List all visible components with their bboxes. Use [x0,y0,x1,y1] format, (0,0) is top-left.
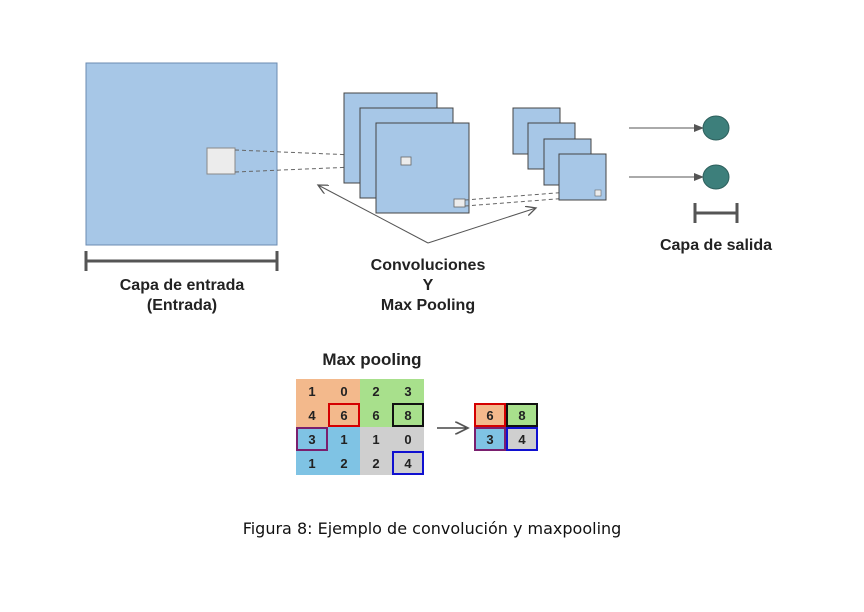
maxpool-input-cell: 0 [392,427,424,451]
input-label-line1: Capa de entrada [119,277,245,294]
conv-label-line2: Y [422,277,434,294]
input-bracket [84,251,279,271]
input-layer [85,62,278,246]
maxpool-input-cell: 8 [392,403,424,427]
input-label-line2: (Entrada) [146,297,218,314]
maxpool-output-cell: 4 [506,427,538,451]
conv-pool-window [453,198,466,208]
maxpool-input-cell: 3 [392,379,424,403]
maxpool-input-cell: 1 [296,379,328,403]
conv-pointer-arrow-left [318,185,429,244]
maxpool-input-cell: 2 [360,451,392,475]
maxpool-input-cell: 3 [296,427,328,451]
input-receptive-field [206,147,236,175]
conv-map-3 [375,122,470,214]
conv-pointer-arrow-right [427,208,536,244]
maxpool-input-cell: 2 [328,451,360,475]
conv-label-line1: Convoluciones [370,257,486,274]
conv-label-line3: Max Pooling [380,297,476,314]
figure-caption: Figura 8: Ejemplo de convolución y maxpo… [242,519,622,538]
output-node-2 [702,164,730,190]
maxpool-input-cell: 1 [296,451,328,475]
maxpool-input-cell: 4 [392,451,424,475]
maxpool-input-cell: 2 [360,379,392,403]
maxpool-input-cell: 6 [328,403,360,427]
maxpool-input-cell: 4 [296,403,328,427]
maxpool-input-cell: 0 [328,379,360,403]
output-node-1 [702,115,730,141]
pool-cell [594,189,602,197]
maxpool-input-cell: 6 [360,403,392,427]
conv-receptive-field [400,156,412,166]
maxpool-output-cell: 8 [506,403,538,427]
maxpool-title: Max pooling [322,350,422,369]
conv-label: Convoluciones Y Max Pooling [328,256,528,316]
maxpool-input-cell: 1 [328,427,360,451]
maxpool-output-cell: 3 [474,427,506,451]
maxpool-output-cell: 6 [474,403,506,427]
output-bracket [693,203,739,223]
output-layer-label: Capa de salida [659,237,773,254]
maxpool-input-cell: 1 [360,427,392,451]
input-layer-label: Capa de entrada (Entrada) [82,276,282,316]
